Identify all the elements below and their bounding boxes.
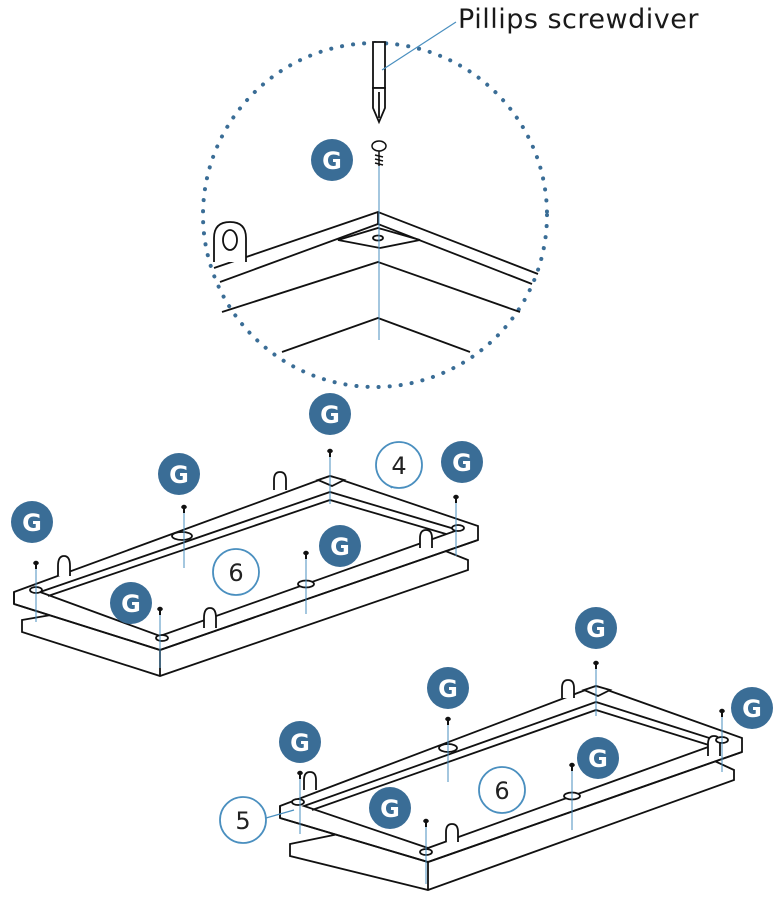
lower-screws xyxy=(297,660,725,884)
part-number-label: 6 xyxy=(494,777,509,805)
hardware-badges: G G G G G G G G G G G G G xyxy=(11,139,773,829)
hardware-g-badge: G xyxy=(309,393,351,435)
part-number-label: 5 xyxy=(235,807,250,835)
tool-label: Pillips screwdiver xyxy=(458,4,699,35)
callout-part-4: 4 xyxy=(375,441,423,489)
hardware-g-badge: G xyxy=(110,582,152,624)
badge-letter: G xyxy=(380,795,400,823)
badge-letter: G xyxy=(22,509,42,537)
badge-circle xyxy=(309,393,351,435)
badge-circle xyxy=(369,787,411,829)
tool-leader-line xyxy=(381,21,457,71)
badge-letter: G xyxy=(320,401,340,429)
badge-letter: G xyxy=(169,461,189,489)
badge-circle xyxy=(441,441,483,483)
hardware-g-badge: G xyxy=(577,737,619,779)
badge-letter: G xyxy=(330,533,350,561)
callout-part-5: 5 xyxy=(219,796,295,844)
badge-circle xyxy=(158,453,200,495)
badge-letter: G xyxy=(322,147,342,175)
badge-letter: G xyxy=(742,695,762,723)
badge-circle xyxy=(427,667,469,709)
screw-icon xyxy=(371,140,387,166)
part-number-label: 4 xyxy=(391,452,406,480)
hardware-g-badge: G xyxy=(279,721,321,763)
badge-circle xyxy=(311,139,353,181)
detail-view xyxy=(201,21,549,389)
hardware-g-badge: G xyxy=(158,453,200,495)
hardware-g-badge: G xyxy=(575,607,617,649)
badge-letter: G xyxy=(438,675,458,703)
callout-part-6-bottom: 6 xyxy=(478,766,526,814)
detail-frame-corner xyxy=(213,211,539,353)
badge-letter: G xyxy=(586,615,606,643)
hardware-g-badge: G xyxy=(11,501,53,543)
hardware-g-badge: G xyxy=(427,667,469,709)
badge-circle xyxy=(577,737,619,779)
upper-screws xyxy=(33,448,459,668)
badge-circle xyxy=(11,501,53,543)
badge-letter: G xyxy=(121,590,141,618)
badge-circle xyxy=(575,607,617,649)
badge-circle xyxy=(110,582,152,624)
hardware-g-badge: G xyxy=(441,441,483,483)
part-number-label: 6 xyxy=(228,559,243,587)
badge-circle xyxy=(319,525,361,567)
hardware-g-badge: G xyxy=(319,525,361,567)
badge-circle xyxy=(731,687,773,729)
badge-letter: G xyxy=(290,729,310,757)
badge-letter: G xyxy=(588,745,608,773)
badge-letter: G xyxy=(452,449,472,477)
hardware-g-badge: G xyxy=(731,687,773,729)
screwdriver-icon xyxy=(372,41,386,125)
hardware-g-badge: G xyxy=(311,139,353,181)
callout-part-6-top: 6 xyxy=(212,548,260,596)
hardware-g-badge: G xyxy=(369,787,411,829)
badge-circle xyxy=(279,721,321,763)
